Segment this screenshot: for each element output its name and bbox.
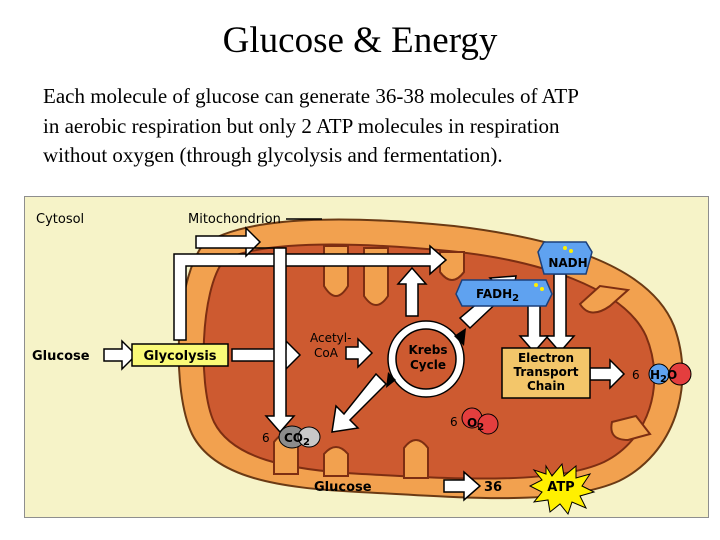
acetyl-coa-label: Acetyl- [310,331,351,345]
electron-transport-chain-box [501,347,591,399]
pathway-arrows [103,226,626,502]
krebs-cycle-label: Krebs [408,343,447,357]
o2-coefficient: 6 [450,415,458,429]
atp-count: 36 [484,480,502,495]
cellular-respiration-diagram: Cytosol Mitochondrion Krebs Cyc [24,196,709,518]
slide-title: Glucose & Energy [222,20,498,61]
glucose-input-label: Glucose [32,349,90,364]
glucose-output-label: Glucose [314,480,372,495]
fadh2-badge [455,279,553,307]
co2-coefficient: 6 [262,431,270,445]
nadh-label: NADH [548,256,587,270]
o2-label: O2 [467,416,484,433]
atp-burst [528,462,596,516]
slide-body-text: Each molecule of glucose can generate 36… [43,82,693,171]
fadh2-label: FADH2 [476,287,519,304]
h2o-coefficient: 6 [632,368,640,382]
etc-label: Transport [513,365,578,379]
body-line: without oxygen (through glycolysis and f… [43,143,503,167]
etc-label: Chain [527,379,565,393]
atp-label: ATP [547,480,574,495]
nadh-badge [537,241,593,275]
glycolysis-label: Glycolysis [143,349,216,364]
krebs-cycle-label: Cycle [410,358,446,372]
body-line: Each molecule of glucose can generate 36… [43,84,579,108]
etc-label: Electron [518,351,574,365]
acetyl-coa-label: CoA [314,346,339,360]
body-line: in aerobic respiration but only 2 ATP mo… [43,113,560,138]
cytosol-label: Cytosol [36,212,84,227]
glycolysis-box [131,343,229,367]
krebs-cycle-ring [386,320,466,398]
mitochondrion-label: Mitochondrion [188,212,281,227]
co2-label: CO2 [284,431,310,448]
h2o-label: H2O [650,368,677,385]
